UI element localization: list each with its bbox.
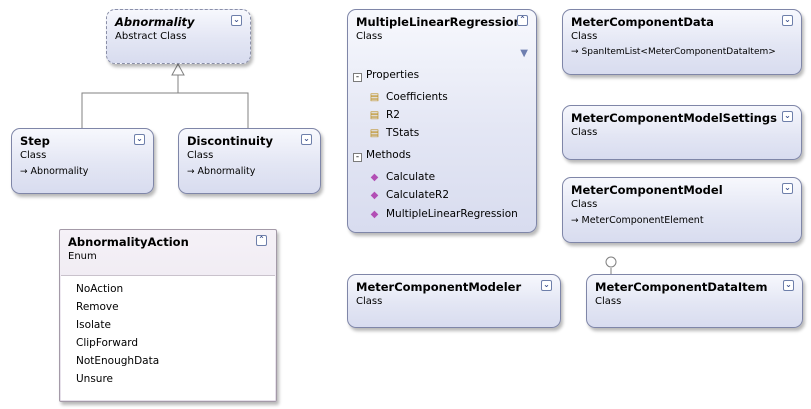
property-icon: ▤ [369,110,380,121]
class-name: MeterComponentModelSettings [571,111,777,125]
class-kind: Class [595,296,622,307]
property-item[interactable]: ▤ Coefficients [367,91,448,103]
method-icon: ◆ [370,190,379,201]
enum-value: NoAction [76,283,124,295]
property-item[interactable]: ▤ TStats [367,127,419,139]
expand-toggle-icon[interactable]: ⌄ [783,280,794,291]
class-kind: Class [187,150,214,161]
member-name: Coefficients [386,91,448,103]
inheritance-line-step [81,92,178,128]
enum-values-compartment: NoAction Remove Isolate ClipForward NotE… [61,275,275,400]
method-item[interactable]: ◆ MultipleLinearRegression [367,208,518,220]
base-class-name: Abnormality [30,166,89,177]
class-name: Abnormality [115,15,195,29]
enum-value: Isolate [76,319,111,331]
method-icon: ◆ [370,172,379,183]
base-class-name: SpanItemList<MeterComponentDataItem> [581,47,776,57]
collapse-toggle-icon[interactable]: ⌃ [256,235,267,246]
collapse-toggle-icon[interactable]: ⌃ [517,15,528,26]
member-name: R2 [386,109,400,121]
class-shape-discontinuity[interactable]: Discontinuity Class →Abnormality ⌄ [178,128,321,194]
method-item[interactable]: ◆ CalculateR2 [367,189,449,201]
enum-shape-abnormality-action[interactable]: AbnormalityAction Enum ⌃ NoAction Remove… [59,229,277,402]
base-class-name: Abnormality [197,166,256,177]
filter-icon[interactable]: ▼ [520,48,528,59]
inherits-arrow-icon: → [571,47,579,57]
class-shape-step[interactable]: Step Class →Abnormality ⌄ [11,128,154,194]
method-item[interactable]: ◆ Calculate [367,171,435,183]
class-shape-meter-component-modeler[interactable]: MeterComponentModeler Class ⌄ [347,274,561,328]
member-name: Calculate [386,171,436,183]
property-icon: ▤ [369,92,380,103]
class-kind: Class [571,199,598,210]
member-name: MultipleLinearRegression [386,208,518,220]
expand-toggle-icon[interactable]: ⌄ [782,111,793,122]
methods-compartment-header[interactable]: -Methods [353,149,411,162]
member-name: TStats [386,127,420,139]
member-name: CalculateR2 [386,189,450,201]
base-class: →Abnormality [187,166,255,177]
class-name: MeterComponentData [571,15,714,29]
expand-toggle-icon[interactable]: ⌄ [782,15,793,26]
enum-value: ClipForward [76,337,139,349]
class-kind: Class [356,31,383,42]
class-name: MeterComponentDataItem [595,280,768,294]
enum-kind: Enum [68,251,97,262]
base-class: →Abnormality [20,166,88,177]
class-shape-meter-component-data-item[interactable]: MeterComponentDataItem Class ⌄ [586,274,803,328]
inheritance-line-discontinuity [178,92,249,128]
property-item[interactable]: ▤ R2 [367,109,400,121]
class-name: MultipleLinearRegression [356,15,522,29]
enum-name: AbnormalityAction [68,235,189,249]
inherits-arrow-icon: → [187,167,195,177]
compartment-label: Methods [366,149,411,161]
properties-compartment-header[interactable]: -Properties [353,69,419,82]
expand-toggle-icon[interactable]: ⌄ [782,183,793,194]
class-name: Step [20,134,50,148]
expand-toggle-icon[interactable]: ⌄ [541,280,552,291]
class-shape-multiple-linear-regression[interactable]: MultipleLinearRegression Class ⌃ ▼ -Prop… [347,9,537,233]
interface-lollipop [605,256,617,268]
property-icon: ▤ [369,128,380,139]
base-class: →SpanItemList<MeterComponentDataItem> [571,47,776,57]
class-name: MeterComponentModel [571,183,723,197]
method-icon: ◆ [370,209,379,220]
class-shape-meter-component-model[interactable]: MeterComponentModel Class →MeterComponen… [562,177,802,243]
class-kind: Class [356,296,383,307]
class-shape-meter-component-model-settings[interactable]: MeterComponentModelSettings Class ⌄ [562,105,802,160]
class-kind: Class [571,31,598,42]
class-shape-abnormality[interactable]: Abnormality Abstract Class ⌄ [106,9,251,64]
expand-toggle-icon[interactable]: ⌄ [301,134,312,145]
collapse-minus-icon[interactable]: - [353,153,362,162]
enum-value: NotEnoughData [76,355,160,367]
base-class: →MeterComponentElement [571,215,704,226]
enum-value: Remove [76,301,119,313]
class-kind: Class [20,150,47,161]
class-kind: Abstract Class [115,31,187,42]
class-shape-meter-component-data[interactable]: MeterComponentData Class →SpanItemList<M… [562,9,802,75]
class-name: MeterComponentModeler [356,280,522,294]
expand-toggle-icon[interactable]: ⌄ [134,134,145,145]
collapse-minus-icon[interactable]: - [353,73,362,82]
compartment-label: Properties [366,69,420,81]
class-kind: Class [571,127,598,138]
expand-toggle-icon[interactable]: ⌄ [231,15,242,26]
inherits-arrow-icon: → [20,167,28,177]
enum-value: Unsure [76,373,114,385]
inherits-arrow-icon: → [571,216,579,226]
inheritance-arrow [171,62,185,76]
class-name: Discontinuity [187,134,273,148]
base-class-name: MeterComponentElement [581,215,704,226]
